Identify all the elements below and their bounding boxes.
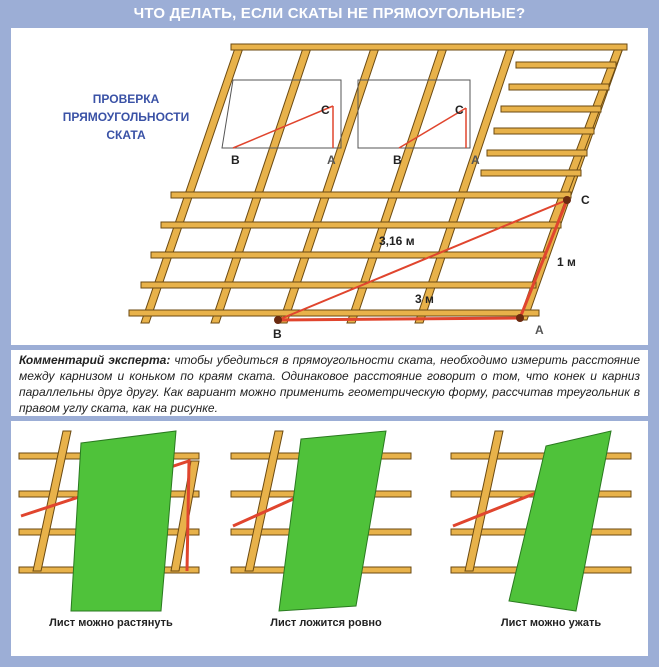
small-box-1: В А С — [221, 79, 342, 167]
check-label: ПРОВЕРКА ПРЯМОУГОЛЬНОСТИ СКАТА — [62, 92, 190, 142]
example-stretch — [18, 430, 200, 612]
rectangularity-diagram-panel: ПРОВЕРКА ПРЯМОУГОЛЬНОСТИ СКАТА — [11, 28, 648, 345]
point-b-label: В — [393, 153, 402, 167]
measurement-triangle — [277, 199, 569, 322]
battens — [128, 43, 628, 317]
point-b-label: В — [231, 153, 240, 167]
expert-comment: Комментарий эксперта: чтобы убедиться в … — [11, 350, 648, 418]
point-a-marker — [516, 314, 524, 322]
point-c-label: С — [455, 103, 464, 117]
comment-text: чтобы убедиться в прямоугольности ската,… — [19, 353, 640, 415]
side-ba-length-label: 3 м — [415, 292, 434, 306]
point-c-label: С — [321, 103, 330, 117]
caption-even: Лист ложится ровно — [270, 617, 382, 629]
example-even — [230, 430, 412, 612]
point-b-marker — [274, 316, 282, 324]
caption-stretch: Лист можно растянуть — [49, 617, 173, 629]
point-c-marker — [563, 196, 571, 204]
sheet-examples-drawings — [18, 430, 632, 612]
diagonal-length-label: 3,16 м — [379, 234, 415, 248]
sheet-examples-panel: Лист можно растянуть Лист ложится ровно … — [11, 421, 648, 656]
caption-shrink: Лист можно ужать — [500, 617, 602, 629]
expert-comment-panel: Комментарий эксперта: чтобы убедиться в … — [11, 350, 648, 416]
small-box-2: В А С — [357, 79, 480, 167]
side-ac-length-label: 1 м — [557, 255, 576, 269]
roof-slope-diagram: В А С В А С В А С 3,16 м 1 м 3 м — [128, 43, 628, 341]
point-a-label: А — [535, 323, 544, 337]
example-shrink — [450, 430, 632, 612]
point-a-label: А — [471, 153, 480, 167]
point-b-label: В — [273, 327, 282, 341]
point-c-label: С — [581, 193, 590, 207]
page-title: ЧТО ДЕЛАТЬ, ЕСЛИ СКАТЫ НЕ ПРЯМОУГОЛЬНЫЕ? — [133, 5, 526, 22]
point-a-label: А — [327, 153, 336, 167]
comment-lead: Комментарий эксперта: — [19, 353, 171, 367]
